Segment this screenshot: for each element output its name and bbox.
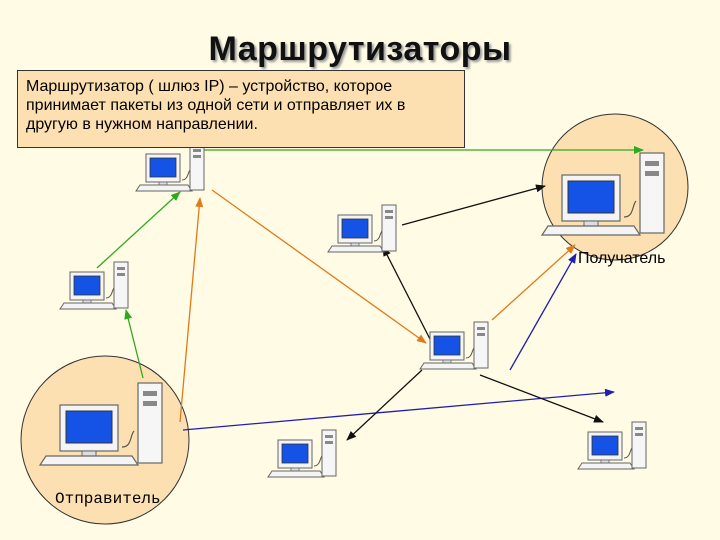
sender-label: Отправитель <box>55 490 161 508</box>
link-blue-right-router-to-receiver <box>509 253 577 371</box>
router-right-computer <box>577 421 647 470</box>
router-top-left-computer <box>135 143 205 192</box>
link-green-sender-to-left-router <box>124 309 144 379</box>
link-black-center-to-mid-router <box>382 246 433 344</box>
link-orange-center-to-receiver <box>491 244 576 321</box>
link-orange-top-router-to-center <box>211 189 427 344</box>
router-center-computer <box>419 321 489 370</box>
links <box>96 146 644 441</box>
link-black-center-to-right-router <box>479 374 604 423</box>
router-left-computer <box>59 261 129 310</box>
link-blue-sender-to-right-router <box>182 388 615 431</box>
link-black-mid-router-to-receiver <box>401 184 546 226</box>
link-green-left-router-to-top-router <box>96 191 181 269</box>
page-title: Маршрутизаторы <box>208 30 512 68</box>
router-bottom-computer <box>267 429 337 478</box>
receiver-label: Получатель <box>578 250 666 267</box>
link-black-center-to-bottom-router <box>346 369 423 441</box>
link-orange-sender-to-top-router <box>179 197 204 423</box>
router-mid-top-computer <box>327 204 397 253</box>
definition-box: Маршрутизатор ( шлюз IP) – устройство, к… <box>17 70 465 148</box>
